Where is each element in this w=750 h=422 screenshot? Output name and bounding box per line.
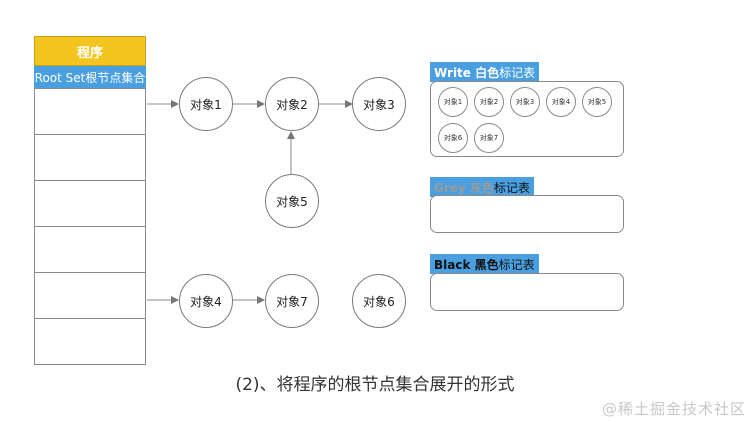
white-table-title-prefix: Write 白色 [434, 65, 500, 80]
white-table-title: Write 白色标记表 [430, 62, 540, 82]
node-obj3: 对象3 [352, 77, 406, 131]
program-cell [35, 134, 145, 180]
diagram-caption: (2)、将程序的根节点集合展开的形式 [235, 375, 515, 395]
white-item: 对象1 [438, 87, 468, 117]
program-header: 程序 [34, 36, 146, 66]
program-cells [34, 88, 146, 365]
black-table-title-prefix: Black 黑色 [434, 257, 499, 272]
node-obj6: 对象6 [352, 274, 406, 328]
node-obj5: 对象5 [265, 174, 319, 228]
white-item: 对象7 [474, 123, 504, 153]
black-table-title-suffix: 标记表 [498, 257, 535, 272]
white-item: 对象4 [546, 87, 576, 117]
grey-table-box [430, 195, 624, 233]
program-cell [35, 226, 145, 272]
white-table-title-suffix: 标记表 [499, 65, 536, 80]
white-table-box: 对象1 对象2 对象3 对象4 对象5 对象6 对象7 [430, 81, 624, 157]
grey-table-title: Grey 灰色标记表 [430, 177, 534, 197]
program-cell [35, 180, 145, 226]
node-obj2: 对象2 [265, 77, 319, 131]
node-obj4: 对象4 [179, 274, 233, 328]
white-item: 对象5 [582, 87, 612, 117]
grey-table-title-prefix: Grey 灰色 [434, 180, 494, 195]
white-item: 对象3 [510, 87, 540, 117]
white-item: 对象6 [438, 123, 468, 153]
root-set-label: Root Set根节点集合 [34, 66, 146, 88]
black-table-title: Black 黑色标记表 [430, 254, 539, 274]
black-table-box [430, 273, 624, 311]
program-cell [35, 88, 145, 134]
node-obj1: 对象1 [179, 77, 233, 131]
watermark: @稀土掘金技术社区 [601, 400, 746, 418]
program-cell [35, 318, 145, 364]
white-item: 对象2 [474, 87, 504, 117]
program-cell [35, 272, 145, 318]
grey-table-title-suffix: 标记表 [493, 180, 530, 195]
node-obj7: 对象7 [265, 274, 319, 328]
